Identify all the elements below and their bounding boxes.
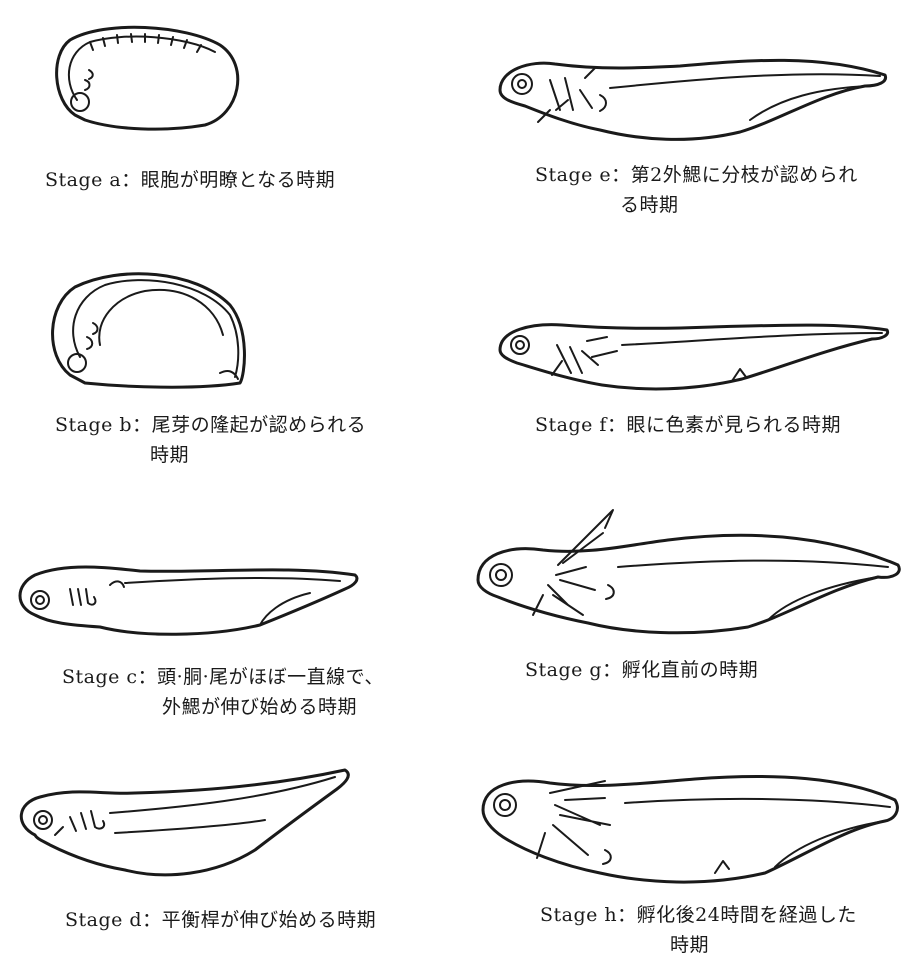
- stage-c-caption-line-2: 外鰓が伸び始める時期: [62, 692, 384, 722]
- stage-a-caption-line: Stage a：眼胞が明瞭となる時期: [45, 165, 335, 195]
- stage-b-embryo-drawing: [45, 265, 265, 395]
- stage-d-embryo-drawing: [15, 765, 355, 890]
- stage-e-panel: [490, 40, 890, 150]
- stage-g-caption: Stage g：孵化直前の時期: [525, 655, 758, 685]
- stage-a-caption: Stage a：眼胞が明瞭となる時期: [45, 165, 335, 195]
- stage-f-larva-drawing: [492, 305, 892, 400]
- stage-d-caption-line: Stage d：平衡桿が伸び始める時期: [65, 905, 376, 935]
- stage-h-caption-line-1: Stage h：孵化後24時間を経過した: [540, 900, 857, 930]
- stage-h-panel: [475, 755, 905, 890]
- stage-e-larva-drawing: [490, 40, 890, 150]
- stage-h-caption: Stage h：孵化後24時間を経過した 時期: [540, 900, 857, 960]
- stage-b-caption-line-2: 時期: [55, 440, 366, 470]
- stage-c-panel: [10, 545, 370, 645]
- stage-a-panel: [45, 20, 265, 140]
- stage-b-caption: Stage b：尾芽の隆起が認められる 時期: [55, 410, 366, 470]
- stage-c-embryo-drawing: [10, 545, 370, 645]
- stage-g-caption-line: Stage g：孵化直前の時期: [525, 655, 758, 685]
- stage-e-caption-line-1: Stage e：第2外鰓に分枝が認められ: [535, 160, 858, 190]
- stage-b-panel: [45, 265, 265, 395]
- stage-e-caption: Stage e：第2外鰓に分枝が認められ る時期: [535, 160, 858, 220]
- stage-b-caption-line-1: Stage b：尾芽の隆起が認められる: [55, 410, 366, 440]
- stage-g-panel: [468, 505, 908, 640]
- stage-e-caption-line-2: る時期: [535, 190, 858, 220]
- stage-d-panel: [15, 765, 355, 890]
- stage-c-caption: Stage c：頭·胴·尾がほぼ一直線で、 外鰓が伸び始める時期: [62, 662, 384, 722]
- stage-g-larva-drawing: [468, 505, 908, 640]
- stage-h-caption-line-2: 時期: [540, 930, 857, 960]
- stage-d-caption: Stage d：平衡桿が伸び始める時期: [65, 905, 376, 935]
- stage-f-panel: [492, 305, 892, 400]
- stage-c-caption-line-1: Stage c：頭·胴·尾がほぼ一直線で、: [62, 662, 384, 692]
- stage-f-caption-line: Stage f：眼に色素が見られる時期: [535, 410, 841, 440]
- stage-a-embryo-drawing: [45, 20, 265, 140]
- stage-f-caption: Stage f：眼に色素が見られる時期: [535, 410, 841, 440]
- stage-h-larva-drawing: [475, 755, 905, 890]
